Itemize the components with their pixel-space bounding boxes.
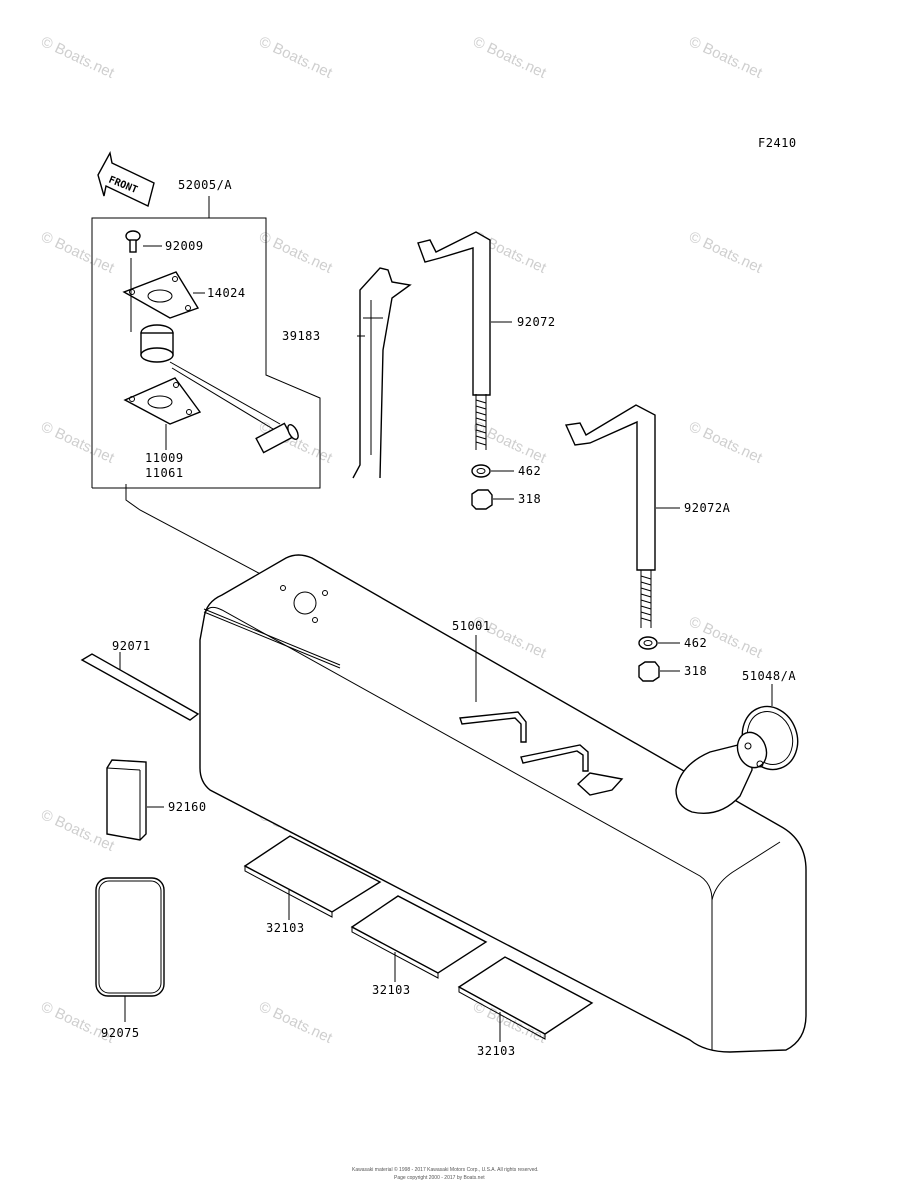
pad-32103-icon [457, 956, 594, 1042]
assembly-box-52005a [91, 196, 321, 489]
part-label-52005a[interactable]: 52005/A [178, 178, 232, 192]
part-label-92072[interactable]: 92072 [517, 315, 556, 329]
pad-32103-icon [243, 835, 382, 920]
part-label-51001[interactable]: 51001 [452, 619, 491, 633]
part-label-11061[interactable]: 11061 [145, 466, 184, 480]
watermark: © Boats.net [38, 806, 117, 855]
watermark: © Boats.net [686, 33, 765, 82]
watermark: © Boats.net [38, 33, 117, 82]
part-label-462-a[interactable]: 462 [518, 464, 541, 478]
pad-92075-icon [95, 877, 165, 1022]
watermark: © Boats.net [256, 228, 335, 277]
nut-318-icon [638, 661, 680, 682]
part-label-92072a[interactable]: 92072A [684, 501, 731, 515]
part-label-318-a[interactable]: 318 [518, 492, 541, 506]
fuel-cap-icon [675, 684, 799, 814]
part-label-32103-b[interactable]: 32103 [372, 983, 411, 997]
footer-page-copyright: Page copyright 2000 - 2017 by Boats.net [394, 1175, 485, 1181]
watermark: © Boats.net [38, 418, 117, 467]
bracket-39183-icon [352, 267, 412, 479]
figure-code: F2410 [758, 136, 797, 150]
part-label-92075[interactable]: 92075 [101, 1026, 140, 1040]
fuel-sender-icon [123, 258, 299, 454]
footer-copyright: Kawasaki material © 1998 - 2017 Kawasaki… [352, 1166, 539, 1173]
part-label-92009[interactable]: 92009 [165, 239, 204, 253]
part-label-318-b[interactable]: 318 [684, 664, 707, 678]
part-label-92071[interactable]: 92071 [112, 639, 151, 653]
part-label-39183[interactable]: 39183 [282, 329, 321, 343]
screw-92009-icon [125, 230, 162, 253]
pad-32103-icon [350, 895, 488, 982]
part-label-51048a[interactable]: 51048/A [742, 669, 796, 683]
watermark: © Boats.net [38, 228, 117, 277]
pad-92160-icon [106, 759, 164, 841]
washer-462-icon [638, 636, 680, 650]
strap-92072-icon [417, 231, 512, 450]
leader-line [125, 484, 301, 596]
watermark: © Boats.net [686, 228, 765, 277]
watermark: © Boats.net [470, 33, 549, 82]
watermark: © Boats.net [256, 33, 335, 82]
part-label-11009[interactable]: 11009 [145, 451, 184, 465]
part-label-32103-c[interactable]: 32103 [477, 1044, 516, 1058]
strap-92072a-icon [564, 404, 680, 628]
front-arrow-icon: FRONT [97, 150, 155, 207]
part-label-462-b[interactable]: 462 [684, 636, 707, 650]
part-label-32103-a[interactable]: 32103 [266, 921, 305, 935]
watermark: © Boats.net [256, 998, 335, 1047]
band-92071-icon [80, 652, 200, 721]
nut-318-icon [471, 489, 514, 510]
gasket-14024-icon [122, 271, 205, 319]
washer-462-icon [471, 464, 514, 478]
watermark: © Boats.net [686, 418, 765, 467]
fuel-tank-icon [199, 554, 807, 1053]
part-label-14024[interactable]: 14024 [207, 286, 246, 300]
part-label-92160[interactable]: 92160 [168, 800, 207, 814]
